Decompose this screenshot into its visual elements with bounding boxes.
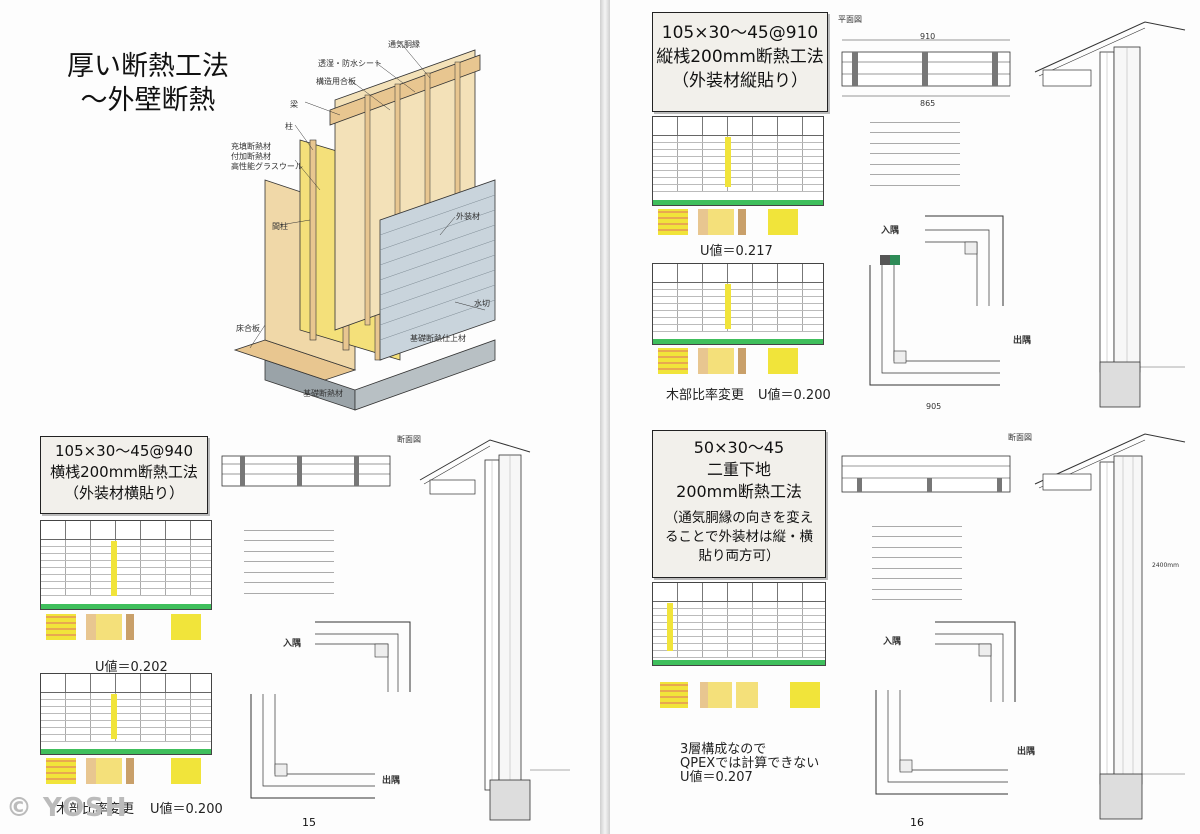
inner-corner-detail-right-2 [935,621,1016,702]
layer-swatch-3 [658,209,818,235]
box1-line-3: （外装材縦貼り） [672,71,808,91]
outer-corner-detail-right-2 [875,690,1008,795]
page-heading: 厚い断熱工法 ～外壁断熱 [58,50,238,118]
label-flashing: 水切 [474,299,490,308]
label-foundation-insulation: 基礎断熱材 [303,389,343,398]
u-value-2: U値＝0.200 [150,802,223,817]
inner-corner-label-left: 入隅 [283,639,302,649]
box2-note-3: 貼り両方可） [698,548,780,564]
layer-swatch-1 [46,614,206,640]
label-glasswool: 高性能グラスウール [231,162,303,171]
u-value-1: U値＝0.202 [95,660,168,675]
dim-865: 865 [920,99,936,108]
layer-swatch-5 [660,682,825,708]
heading-line-2: ～外壁断熱 [80,85,216,116]
box1-line-2: 縦桟200mm断熱工法 [656,47,824,67]
wall-isometric-diagram [233,41,496,411]
label-added-insulation: 付加断熱材 [231,152,271,161]
dim-905: 905 [926,402,942,411]
section-drawing-right-2 [1034,433,1186,820]
dim-910: 910 [920,32,936,41]
outer-corner-label-left: 出隅 [382,776,401,786]
section-drawing-left [419,439,570,821]
method-box-double: 50×30～45 二重下地 200mm断熱工法 （通気胴縁の向きを変え ることで… [652,430,826,578]
outer-corner-detail-left [250,694,375,799]
box1-line-1: 105×30～45@910 [661,23,819,43]
layer-swatch-2 [46,758,206,784]
spec-list-left [244,520,334,594]
calc-table-5 [652,582,826,666]
box2-note-2: ることで外装材は縦・横 [664,529,814,545]
box2-note-1: （通気胴縁の向きを変え [664,510,814,526]
calc-table-4 [652,263,824,345]
calc-table-2 [40,673,212,755]
calc-table-1 [40,520,212,610]
qpex-note-2: QPEXでは計算できない [680,756,820,771]
plan-strip-right [841,39,1011,97]
watermark: © YOSH [6,793,128,823]
page-number-right: 16 [910,816,924,829]
label-vent-batten: 通気胴縁 [388,40,420,49]
outer-corner-label-right-1: 出隅 [1013,336,1032,346]
wood-ratio-label-right: 木部比率変更 [666,388,745,403]
inner-corner-detail-left [315,621,411,692]
spec-list-right-1 [870,112,960,186]
inner-corner-label-right-1: 入隅 [881,226,900,236]
u-value-3: U値＝0.217 [700,244,773,259]
plan-label: 平面図 [838,15,862,24]
inner-corner-detail-right-1 [925,215,1004,306]
dim-2400: 2400mm [1152,562,1179,569]
label-fill-insulation: 充填断熱材 [231,142,271,151]
plan-strip-left [221,455,391,487]
box2-line-3: 200mm断熱工法 [676,482,802,501]
box2-line-2: 二重下地 [706,460,771,479]
u-value-5: U値＝0.207 [680,770,753,785]
calc-table-3 [652,116,824,206]
label-exterior: 外装材 [456,212,480,221]
outer-corner-detail-right-1 [869,255,1000,386]
u-value-4: U値＝0.200 [758,388,831,403]
plan-strip-right-2 [841,455,1011,493]
label-stud: 間柱 [272,222,288,231]
label-moisture-sheet: 透湿・防水シート [318,59,382,68]
label-column: 柱 [285,122,293,131]
label-structural-board: 構造用合板 [316,77,356,86]
box-line-3: （外装材横貼り） [63,484,184,502]
qpex-note-1: 3層構成なので [680,742,767,757]
box-line-1: 105×30～45@940 [54,442,193,460]
page-gutter [600,0,610,834]
inner-corner-label-right-2: 入隅 [883,637,902,647]
box-line-2: 横桟200mm断熱工法 [50,463,198,481]
label-foundation-finish: 基礎断熱仕上材 [410,334,466,343]
label-beam: 梁 [290,100,298,109]
layer-swatch-4 [658,348,818,374]
box2-line-1: 50×30～45 [693,438,785,457]
outer-corner-label-right-2: 出隅 [1017,747,1036,757]
spec-list-right-2 [872,516,962,600]
wood-ratio-label-left: 木部比率変更 [56,802,135,817]
section-label-left: 断面図 [397,435,421,444]
method-box-vertical: 105×30～45@910 縦桟200mm断熱工法 （外装材縦貼り） [652,12,828,112]
page-number-left: 15 [302,816,316,829]
heading-line-1: 厚い断熱工法 [67,51,229,82]
section-label-right: 断面図 [1008,433,1032,442]
section-drawing-right-1 [1034,21,1186,408]
method-box-horizontal: 105×30～45@940 横桟200mm断熱工法 （外装材横貼り） [40,436,208,514]
label-floor-plywood: 床合板 [236,324,260,333]
